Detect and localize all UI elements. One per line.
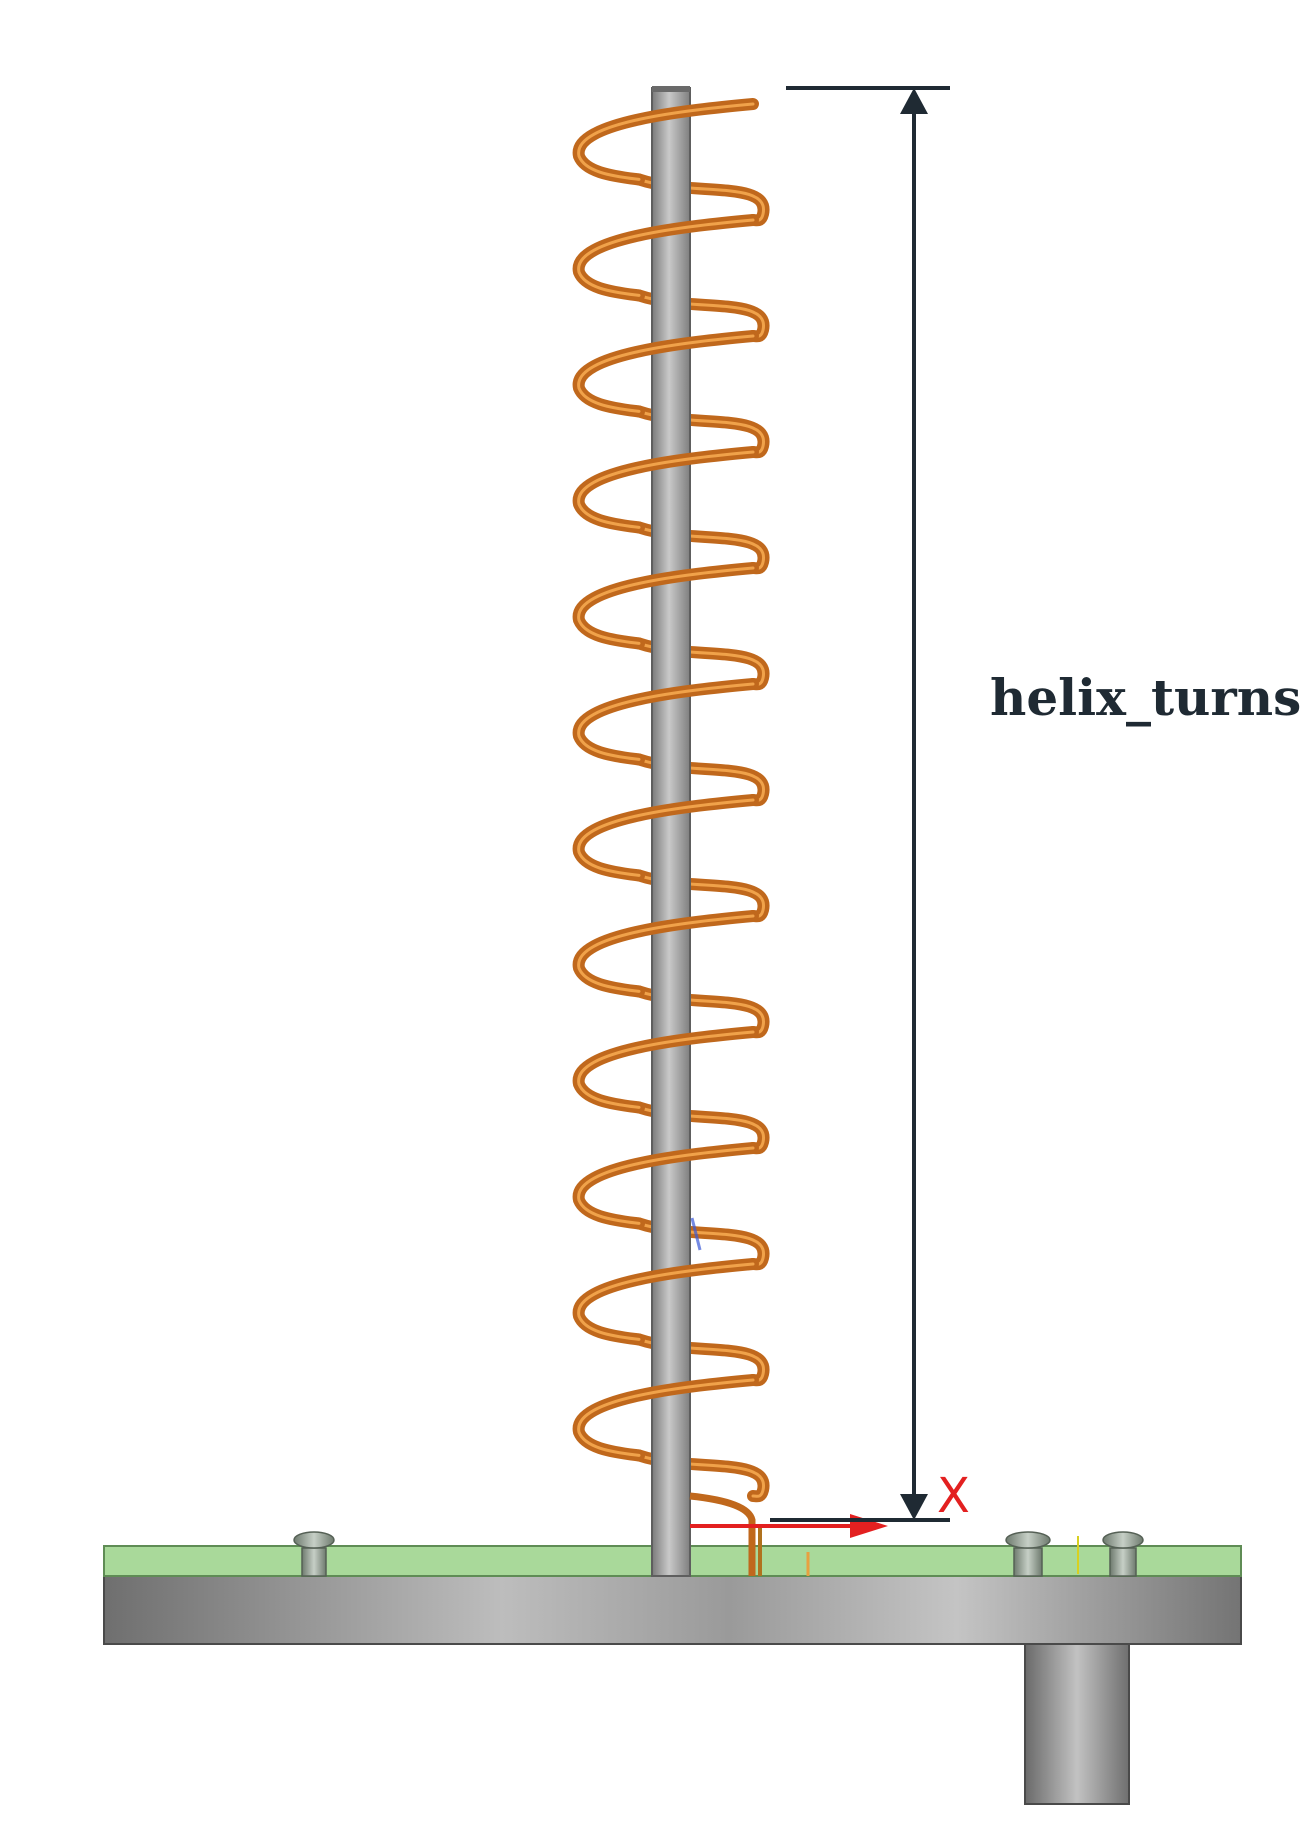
helix-turn-front-highlight (577, 798, 755, 877)
helix-turn-front-highlight (577, 1262, 755, 1341)
helix-turn-front-highlight (577, 334, 755, 413)
dimension-arrow-bottom (900, 1494, 928, 1520)
mounting-post (1024, 1643, 1130, 1805)
helix-coil-front (572, 98, 759, 1462)
helix-turn-front-highlight (577, 450, 755, 529)
helix-turn-front-highlight (577, 1146, 755, 1225)
dimension-label: helix_turns (990, 668, 1302, 727)
helix-turn-front-highlight (577, 682, 755, 761)
mast-top (652, 86, 690, 92)
helix-turn-front-highlight (577, 566, 755, 645)
helix-turn-front-highlight (577, 1030, 755, 1109)
helix-turn-front-highlight (577, 102, 755, 181)
base-plate (103, 1573, 1242, 1645)
dimension-arrow-top (900, 88, 928, 114)
helix-feed-lead (689, 1492, 756, 1576)
helix-turn-front-highlight (577, 218, 755, 297)
screw-left (293, 1531, 335, 1577)
axis-z-hint (690, 1217, 702, 1251)
helix-turn-front-highlight (577, 914, 755, 993)
screw-right-1 (1005, 1531, 1051, 1577)
center-mast (651, 87, 691, 1577)
helix-turn-front-highlight (577, 1378, 755, 1457)
axis-x-arrowhead (850, 1514, 888, 1538)
screw-right-2 (1102, 1531, 1144, 1577)
axis-x-label: X (937, 1468, 970, 1524)
